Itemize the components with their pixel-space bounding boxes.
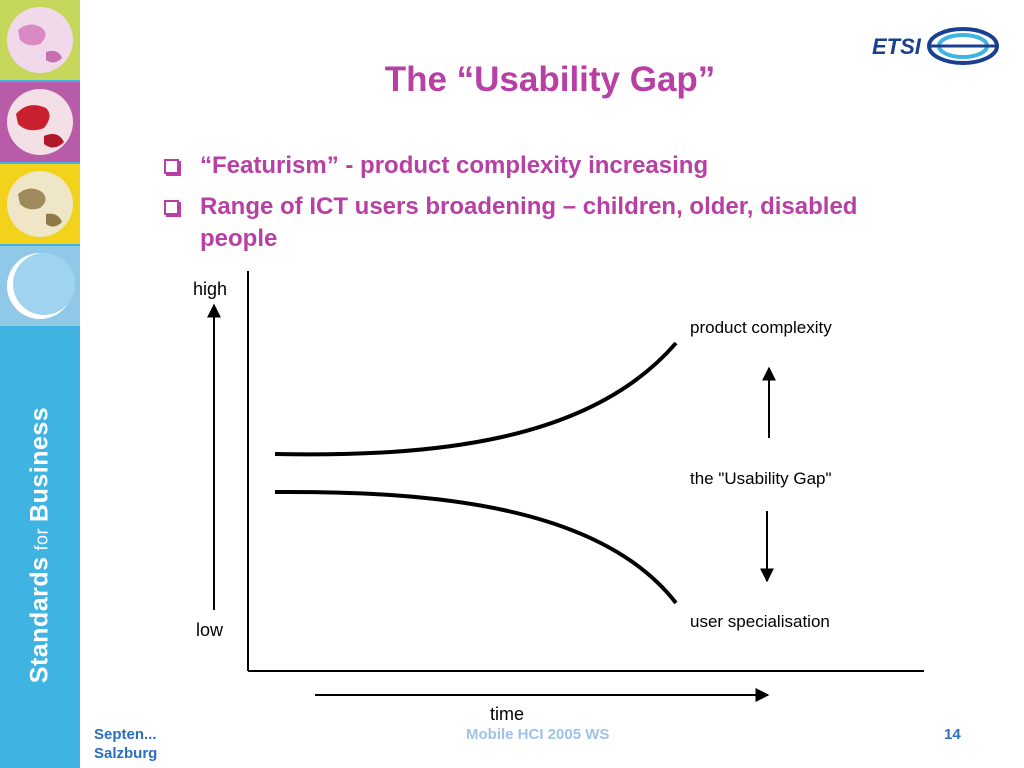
footer-date: Septen...	[94, 726, 157, 743]
y-axis-high-label: high	[193, 279, 227, 299]
etsi-logo: ETSI	[868, 22, 1004, 70]
bullet-item: “Featurism” - product complexity increas…	[164, 150, 904, 182]
sidebar: Standards for Business	[0, 0, 80, 768]
checkbox-bullet-icon	[164, 159, 179, 174]
product-complexity-curve	[274, 341, 678, 457]
slide-title: The “Usability Gap”	[384, 60, 716, 99]
logo-text: ETSI	[872, 34, 922, 59]
brand-standards: Standards	[25, 556, 54, 684]
globe-tile-green	[0, 0, 80, 80]
globe-icon	[7, 7, 73, 73]
footer-location: Salzburg	[94, 745, 158, 762]
bullet-list: “Featurism” - product complexity increas…	[164, 150, 904, 264]
globe-icon	[7, 89, 73, 155]
product-complexity-label: product complexity	[690, 318, 832, 337]
globe-icon	[7, 171, 73, 237]
usability-gap-diagram: high low time product complexity the "Us…	[193, 271, 924, 724]
globe-tile-blue	[0, 246, 80, 326]
bullet-item: Range of ICT users broadening – children…	[164, 191, 904, 255]
y-axis-low-label: low	[196, 620, 224, 640]
page-number: 14	[944, 726, 961, 743]
moon-icon	[7, 253, 75, 319]
x-axis-time-label: time	[490, 704, 524, 724]
brand-text: Standards for Business	[26, 407, 55, 683]
globe-tile-yellow	[0, 164, 80, 244]
user-specialisation-label: user specialisation	[690, 612, 830, 631]
bullet-text: “Featurism” - product complexity increas…	[200, 152, 709, 179]
footer-event: Mobile HCI 2005 WS	[466, 726, 610, 743]
checkbox-bullet-icon	[164, 200, 179, 215]
usability-gap-label: the "Usability Gap"	[690, 469, 832, 488]
brand-for: for	[31, 527, 52, 551]
globe-tile-magenta	[0, 82, 80, 162]
bullet-text: Range of ICT users broadening – children…	[200, 193, 858, 252]
user-specialisation-curve	[274, 489, 678, 605]
brand-business: Business	[25, 406, 54, 522]
